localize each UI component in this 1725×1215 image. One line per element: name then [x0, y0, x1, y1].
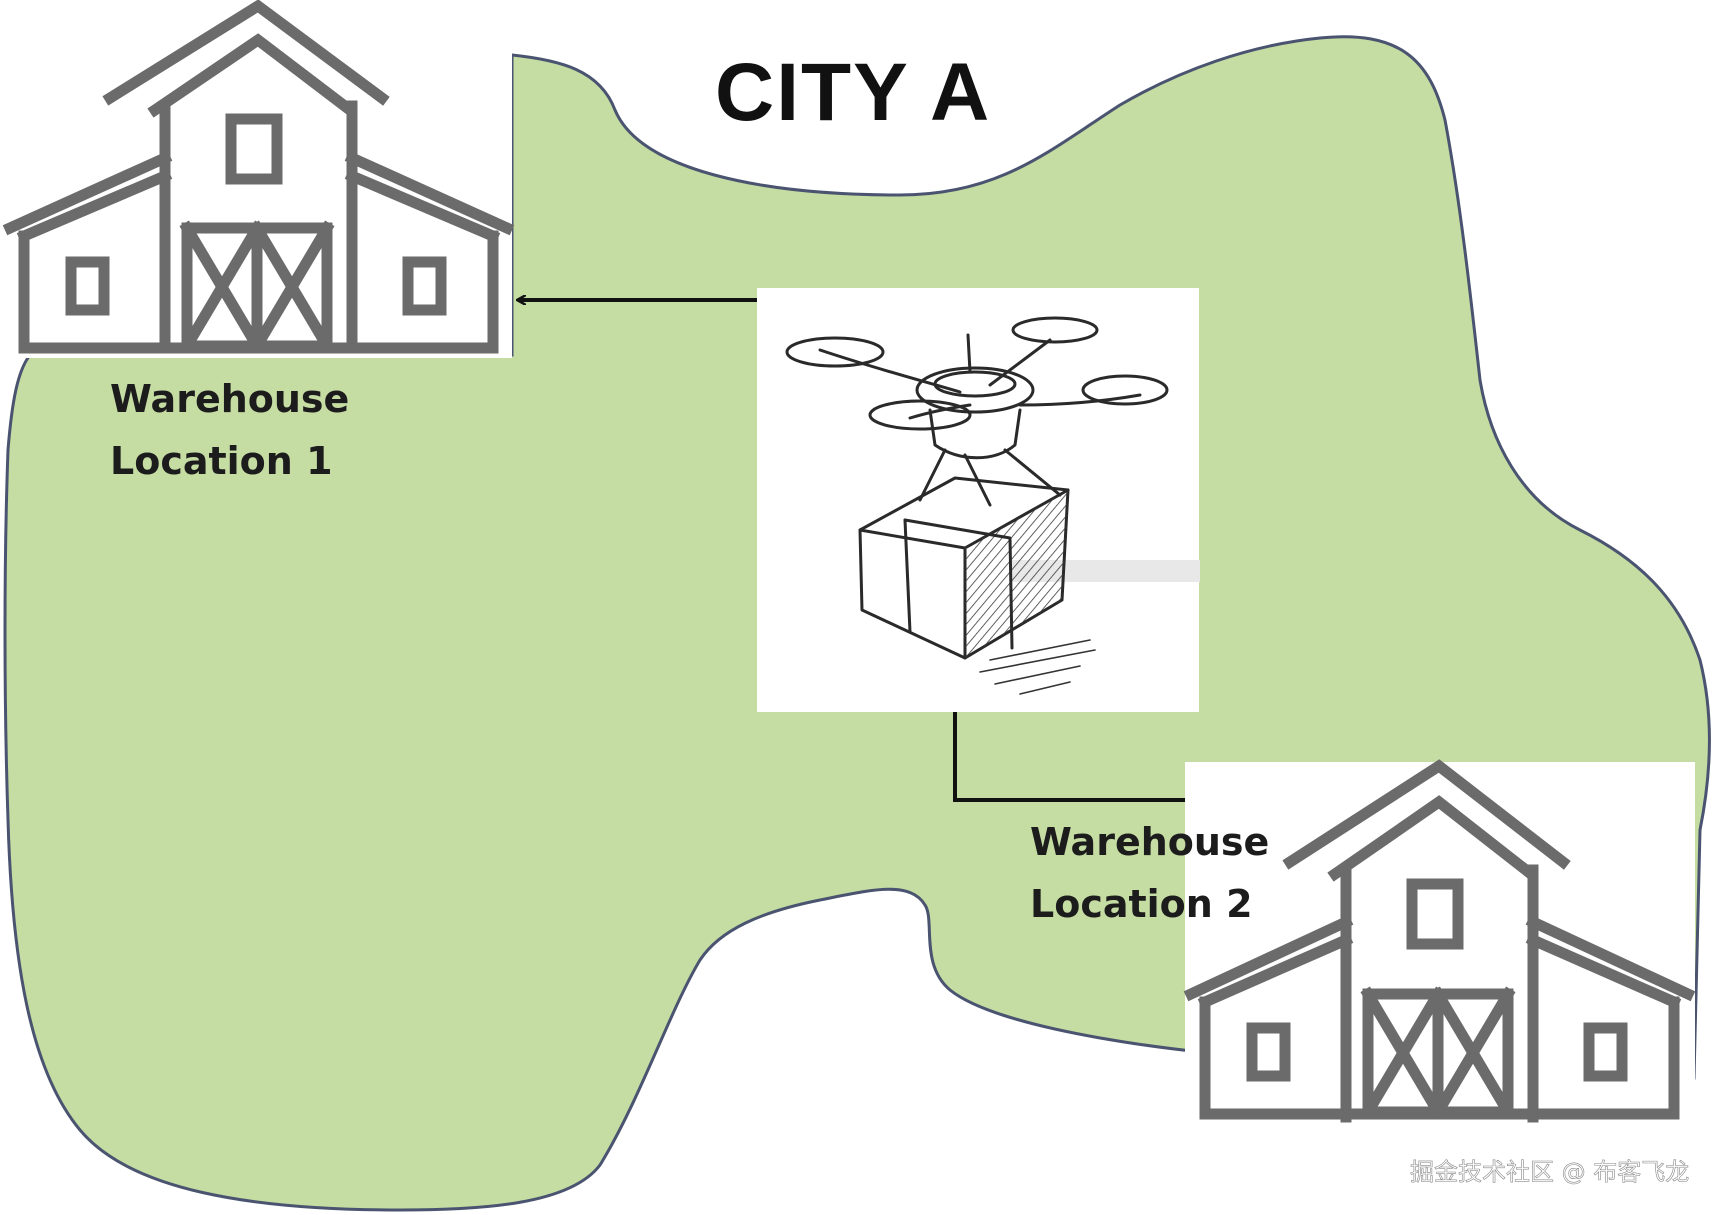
- barn-icon: [0, 0, 515, 358]
- delivery-drone-illustration: [757, 288, 1200, 712]
- barn-icon: [1183, 759, 1696, 1127]
- warehouse-1-label: Warehouse Location 1: [110, 377, 363, 483]
- city-title: CITY A: [715, 47, 991, 138]
- warehouse-1-line2: Location 1: [110, 439, 333, 483]
- warehouse-2-label: Warehouse Location 2: [1030, 820, 1283, 926]
- watermark-text: 掘金技术社区 @ 布客飞龙: [1410, 1158, 1689, 1186]
- warehouse-2-line1: Warehouse: [1030, 820, 1269, 864]
- warehouse-1-line1: Warehouse: [110, 377, 349, 421]
- warehouse-2-line2: Location 2: [1030, 882, 1253, 926]
